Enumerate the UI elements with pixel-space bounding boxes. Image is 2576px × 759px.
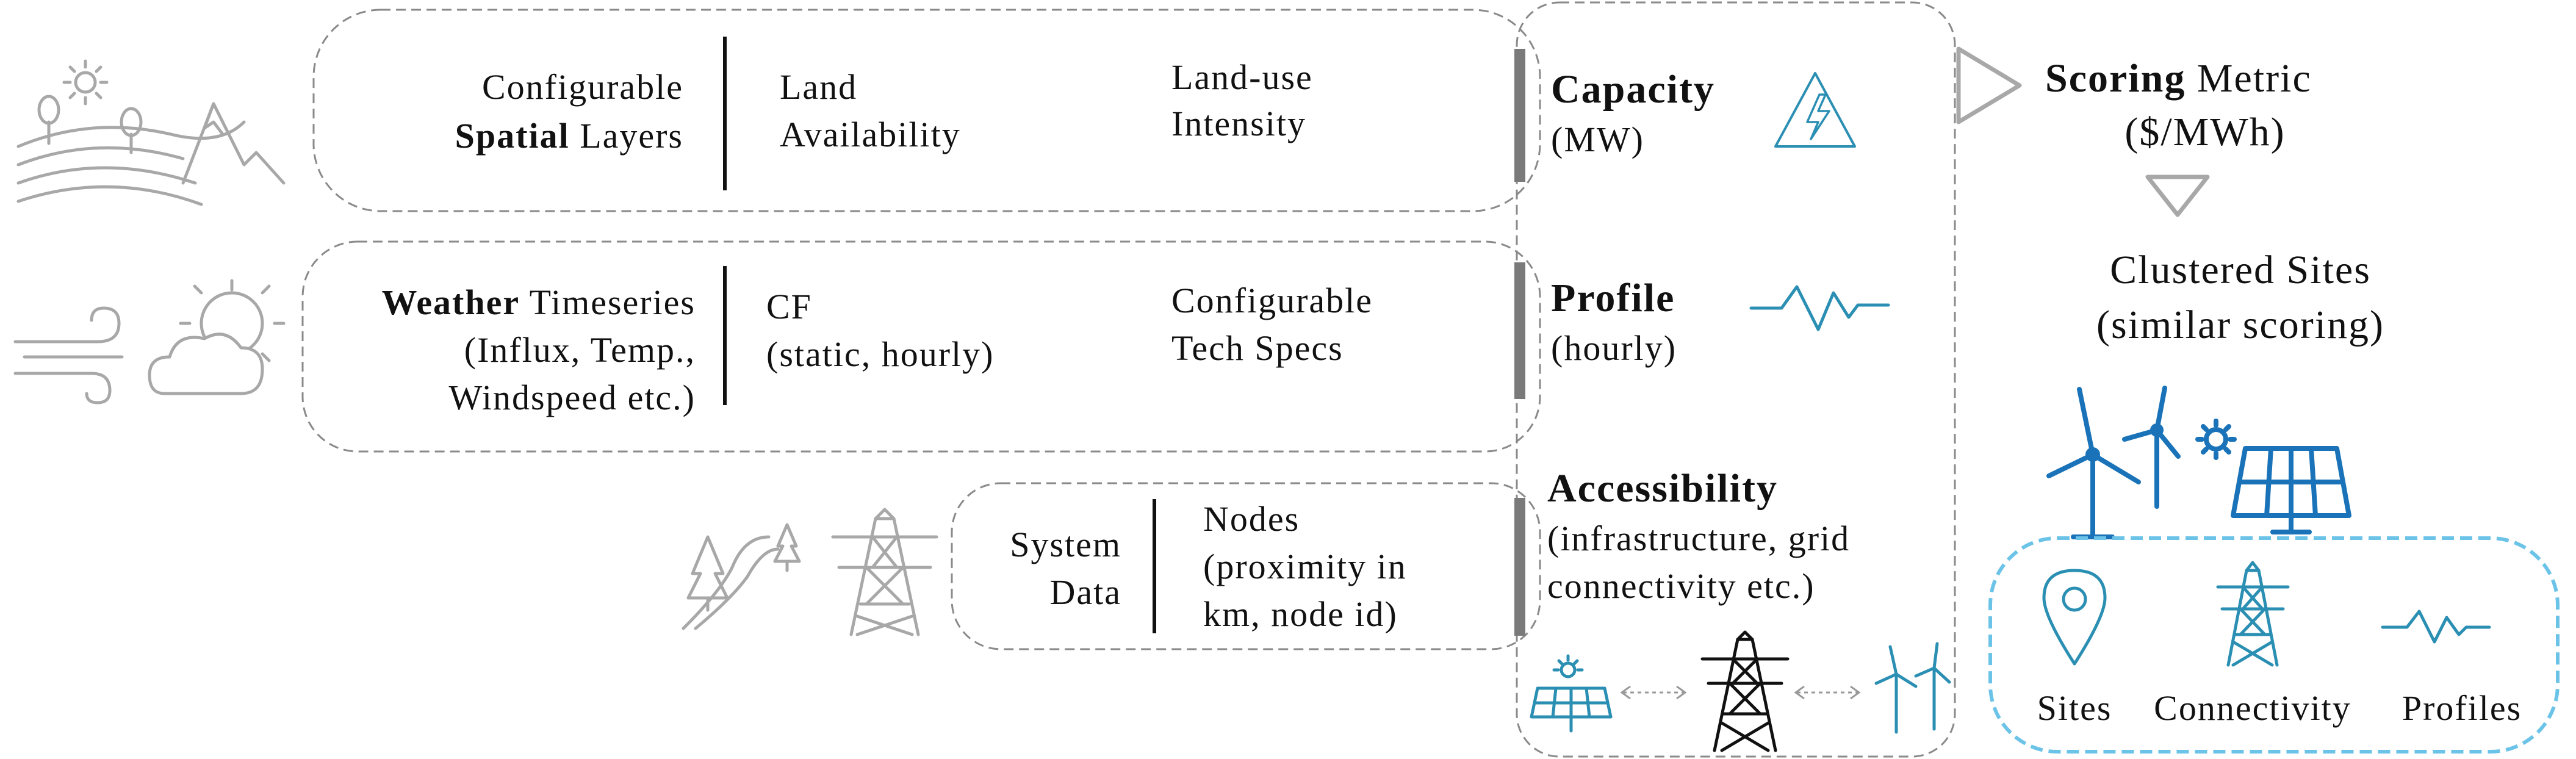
road-trees-icon — [682, 523, 801, 630]
weather-title-rest: Timeseries — [520, 282, 696, 322]
connectivity-label: Connectivity — [2154, 688, 2351, 728]
signal-wave-icon — [1749, 285, 1890, 331]
profiles-label: Profiles — [2402, 688, 2522, 728]
connectivity-tower-icon — [2216, 561, 2290, 667]
system-title-line1: System — [1010, 525, 1121, 564]
scoring-title: Scoring Metric — [2045, 56, 2312, 101]
weather-title-line2: (Influx, Temp., — [464, 330, 696, 370]
accessibility-bar — [1514, 498, 1525, 636]
landscape-icon — [16, 59, 286, 206]
spatial-title-line1: Configurable — [482, 67, 683, 107]
accessibility-title: Accessibility — [1547, 466, 1778, 511]
clustered-box — [1988, 536, 2560, 754]
wind-turbine-icon — [1874, 642, 1951, 734]
sun-cloud-icon — [148, 279, 286, 395]
large-solar-panel-icon — [2231, 446, 2351, 534]
cf-line1: CF — [766, 287, 812, 326]
weather-row: Weather Timeseries (Influx, Temp., Winds… — [13, 240, 1541, 453]
accessibility-sub-line1: (infrastructure, grid — [1547, 519, 1850, 558]
land-use-intensity-line2: Intensity — [1171, 104, 1306, 143]
transmission-tower-icon — [1700, 630, 1790, 752]
weather-title-line1: Weather Timeseries — [382, 282, 696, 322]
location-pin-icon — [2042, 569, 2107, 666]
outputs-panel: Capacity (MW) Profile (hourly) Accessibi… — [1514, 1, 1956, 758]
scoring-sub: ($/MWh) — [2124, 110, 2285, 154]
large-wind-turbine-icon — [2046, 386, 2181, 539]
land-availability-line1: Land — [780, 67, 857, 107]
gray-transmission-tower-icon — [831, 508, 938, 636]
nodes-line3: km, node id) — [1203, 594, 1398, 634]
scoring-title-bold: Scoring — [2045, 56, 2186, 101]
capacity-bar — [1514, 49, 1525, 182]
weather-title-line3: Windspeed etc.) — [448, 378, 696, 417]
land-availability-line2: Availability — [780, 115, 961, 154]
accessibility-sub-line2: connectivity etc.) — [1547, 566, 1815, 606]
system-title-line2: Data — [1050, 572, 1122, 612]
down-arrow-icon — [2145, 174, 2210, 217]
scoring-arrow-icon — [1956, 46, 2022, 124]
tech-specs-line2: Tech Specs — [1171, 328, 1344, 368]
solar-to-tower-arrow — [1620, 685, 1687, 700]
profiles-wave-icon — [2381, 610, 2491, 644]
weather-box — [301, 240, 1541, 453]
scoring-title-rest: Metric — [2186, 56, 2311, 101]
spatial-title-bold: Spatial — [455, 116, 570, 156]
capacity-sub: (MW) — [1551, 120, 1644, 159]
spatial-title-line2: Spatial Layers — [455, 116, 683, 156]
sites-label: Sites — [2037, 688, 2112, 728]
weather-title-bold: Weather — [382, 282, 520, 322]
tower-to-wind-arrow — [1794, 685, 1861, 700]
high-voltage-icon — [1774, 72, 1856, 148]
tech-specs-line1: Configurable — [1171, 281, 1373, 320]
solar-panel-icon — [1530, 654, 1613, 733]
cf-line2: (static, hourly) — [766, 334, 994, 374]
small-sun-icon — [2195, 419, 2237, 460]
capacity-title: Capacity — [1551, 67, 1715, 112]
clustered-line2: (similar scoring) — [2096, 303, 2384, 347]
profile-title: Profile — [1551, 276, 1675, 320]
system-data-row: System Data Nodes (proximity in km, node… — [682, 482, 1541, 650]
scoring-section: Scoring Metric ($/MWh) — [1956, 46, 2312, 217]
land-use-intensity-line1: Land-use — [1171, 57, 1313, 97]
wind-icon — [13, 306, 124, 405]
spatial-layers-row: Configurable Spatial Layers Land Availab… — [16, 9, 1541, 212]
clustered-section: Clustered Sites (similar scoring) — [1988, 248, 2560, 754]
nodes-line1: Nodes — [1203, 499, 1300, 539]
system-data-box — [951, 482, 1541, 650]
spatial-title-rest: Layers — [570, 116, 683, 156]
profile-bar — [1514, 262, 1525, 399]
profile-sub: (hourly) — [1551, 328, 1677, 368]
clustered-line1: Clustered Sites — [2110, 248, 2371, 292]
nodes-line2: (proximity in — [1203, 547, 1407, 586]
spatial-layers-box — [312, 9, 1541, 212]
